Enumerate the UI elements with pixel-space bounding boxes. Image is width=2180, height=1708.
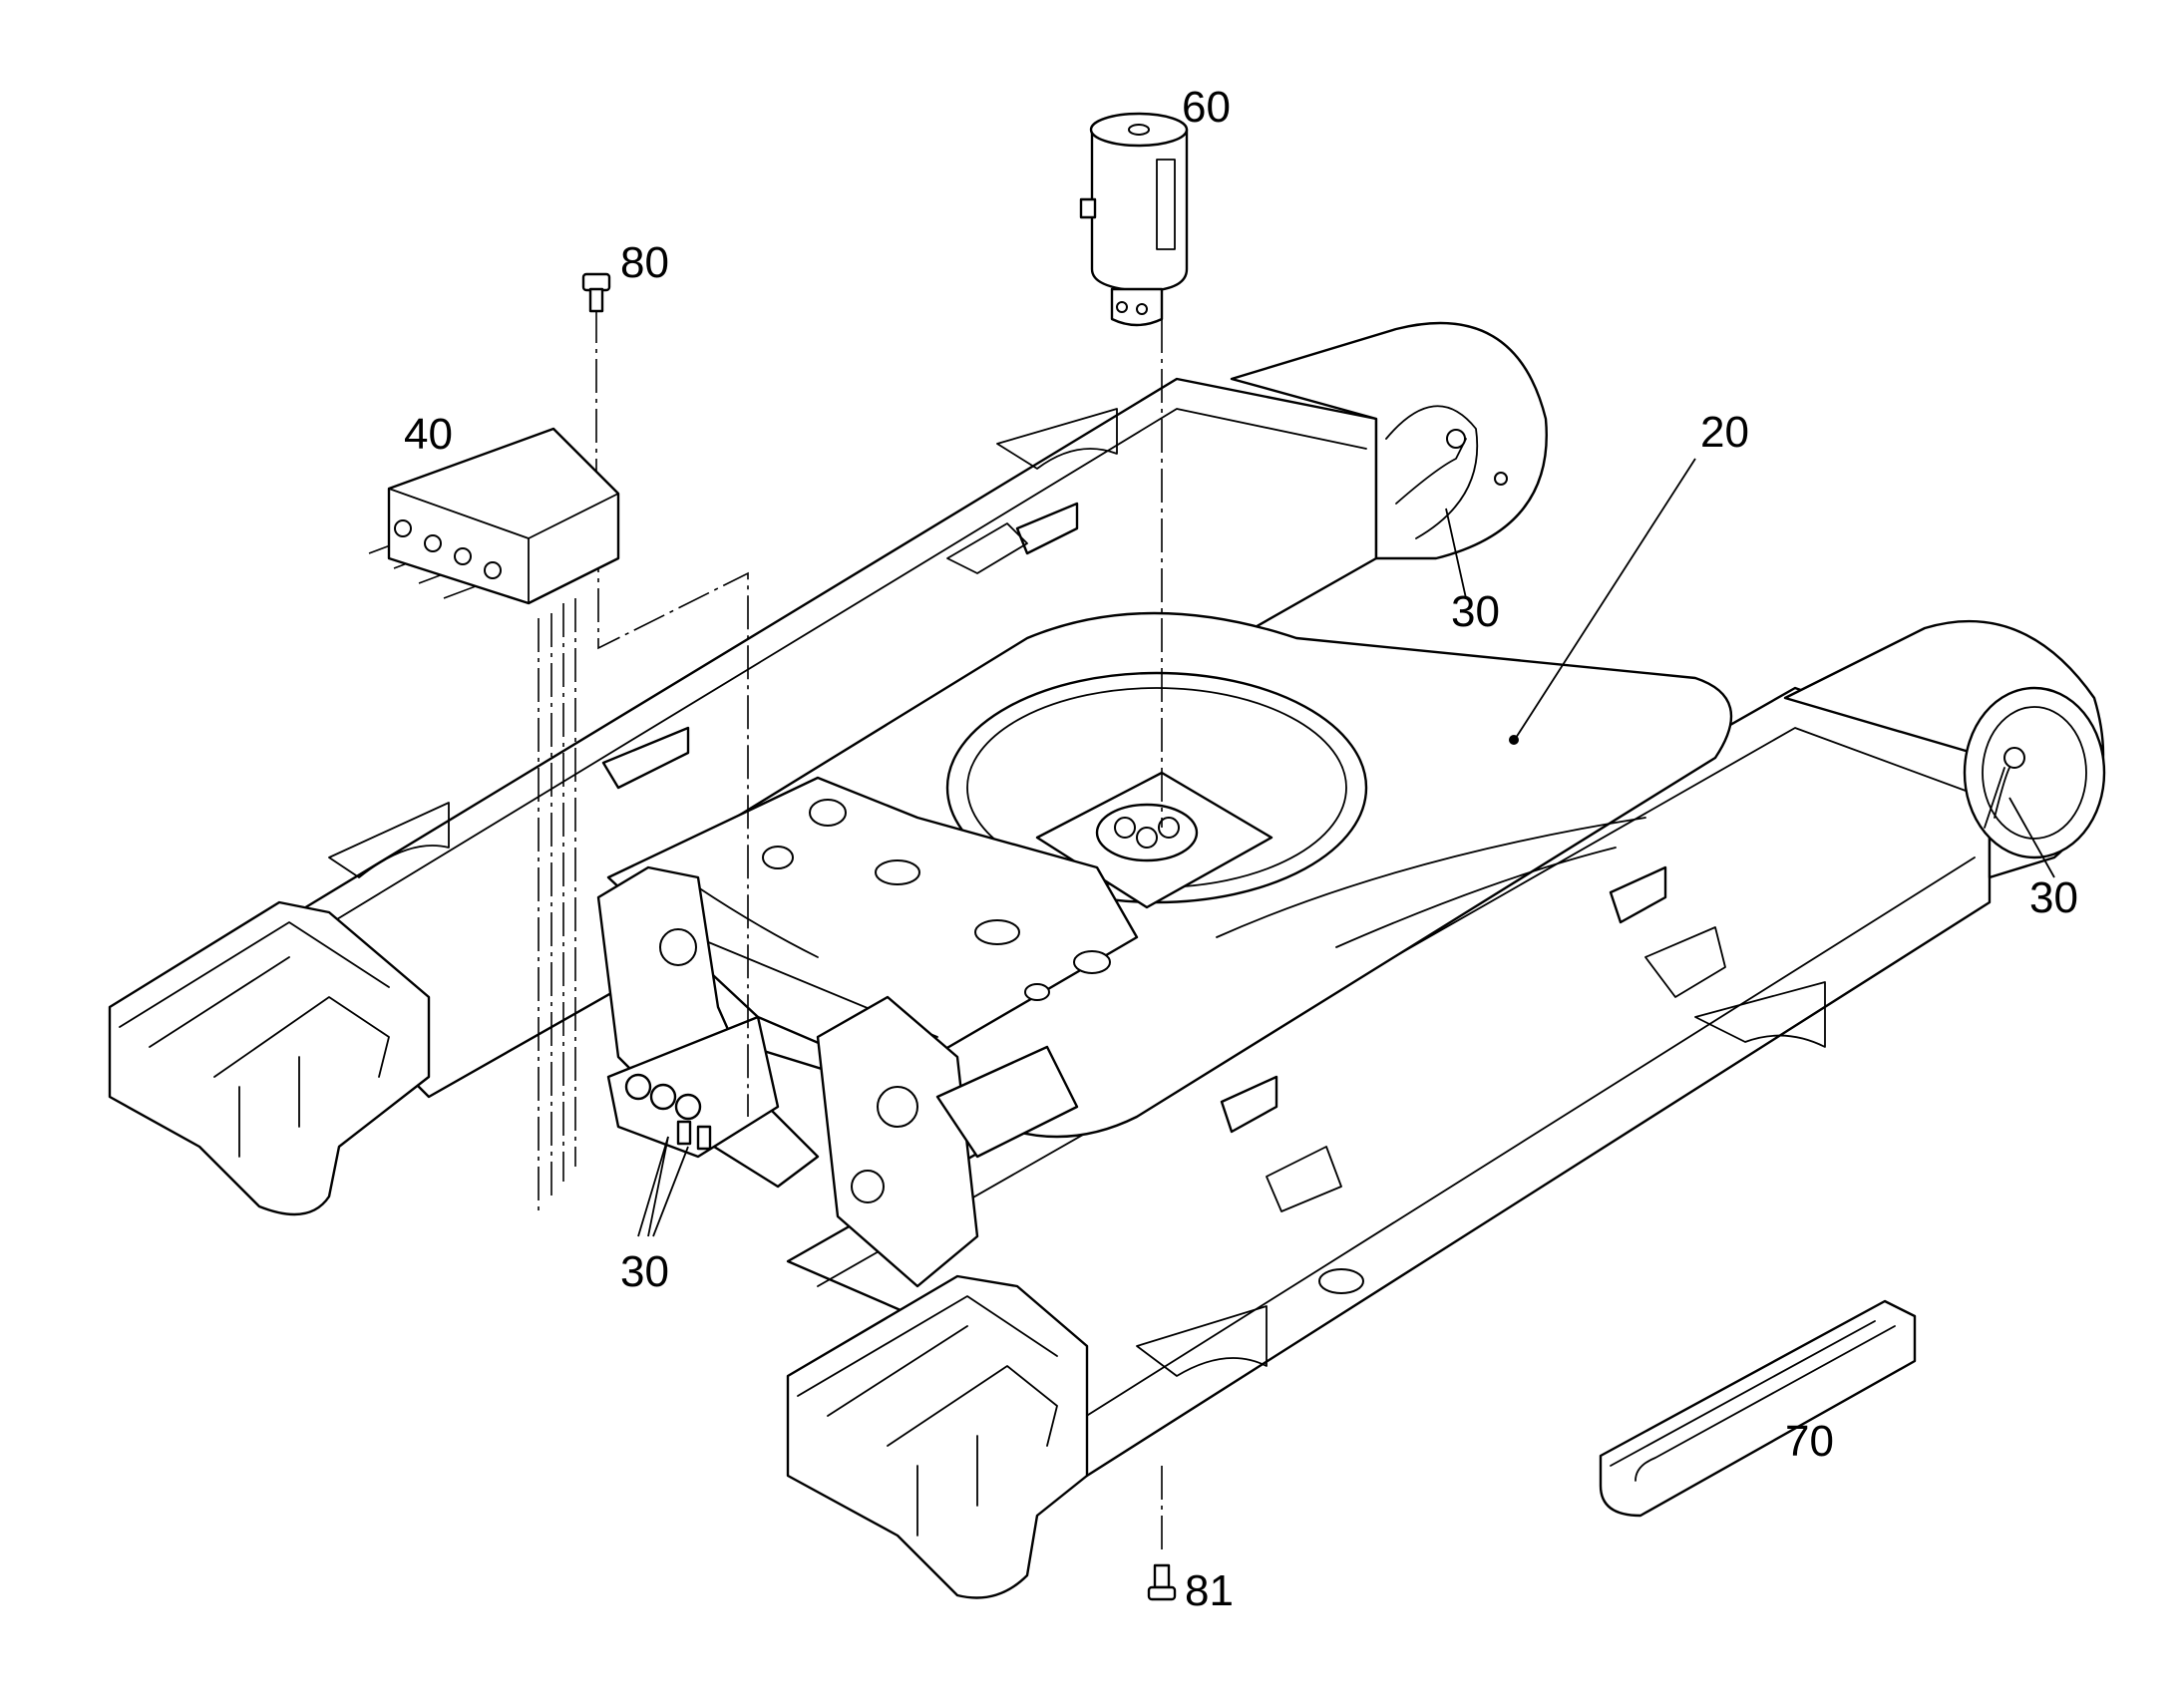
valve-block-part (387, 427, 620, 605)
blade-bracket (596, 865, 1079, 1288)
callout-20: 20 (1700, 408, 1749, 457)
callout-70: 70 (1785, 1417, 1834, 1466)
bolt-80-part (581, 272, 611, 313)
track-frame-lower-rail (786, 686, 1992, 1478)
track-guard-part (1599, 1299, 1917, 1518)
sprocket-housing-right (1783, 620, 2106, 879)
front-fittings (606, 1015, 780, 1159)
assembly-lines (368, 309, 1163, 1555)
callout-30-lower-right: 30 (2029, 873, 2078, 922)
callout-30-front: 30 (620, 1247, 669, 1296)
callout-81: 81 (1185, 1566, 1234, 1615)
sprocket-hoses (1395, 438, 2010, 819)
center-frame (606, 611, 1733, 1139)
front-stub-right (786, 1274, 1089, 1599)
callout-80: 80 (620, 238, 669, 287)
leader-lines (637, 458, 2055, 1237)
bolt-81-part (1147, 1563, 1177, 1601)
swivel-joint-part (1079, 112, 1189, 327)
callout-30-upper-right: 30 (1451, 587, 1500, 636)
front-stub-left (108, 900, 431, 1216)
callout-40: 40 (404, 410, 453, 459)
sprocket-housing-upper (1230, 321, 1548, 560)
callout-60: 60 (1182, 83, 1231, 132)
